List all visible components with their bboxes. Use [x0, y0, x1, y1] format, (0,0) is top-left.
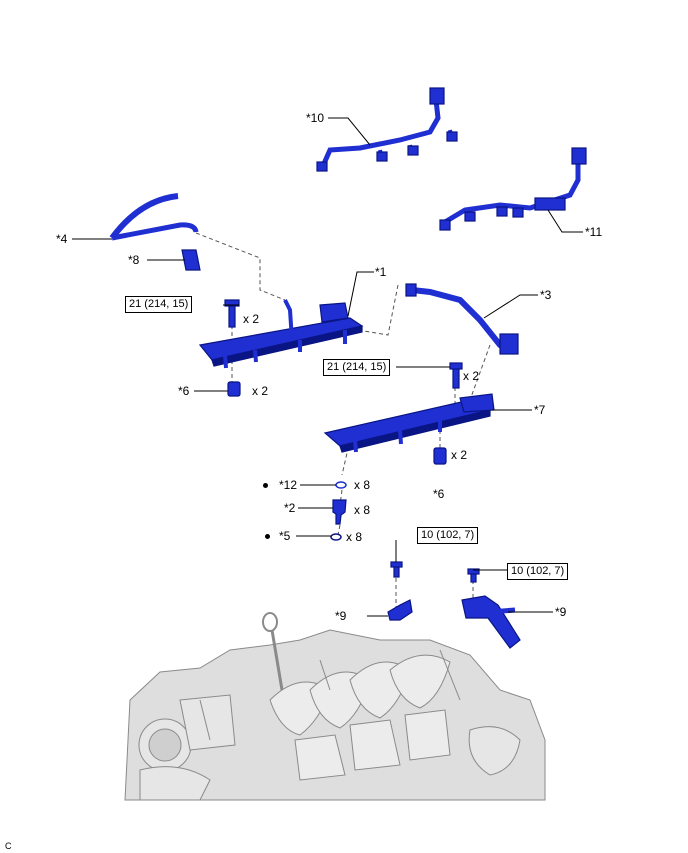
part-label-10: *10	[306, 111, 325, 125]
new-part-dot-5	[265, 534, 270, 539]
torque-box-bracket-right: 10 (102, 7)	[507, 563, 569, 580]
part-label-8: *8	[128, 253, 140, 267]
qty-bolt-left: x 2	[243, 312, 260, 326]
qty-bolt-right: x 2	[463, 369, 480, 383]
qty-insulator-left: x 2	[252, 384, 269, 398]
injector-2	[332, 499, 347, 525]
part-label-1: *1	[375, 265, 387, 279]
qty-insulator-right: x 2	[451, 448, 468, 462]
torque-box-delivery-left: 21 (214, 15)	[125, 296, 193, 313]
bracket-9-right	[461, 595, 521, 649]
part-label-12: *12	[279, 478, 298, 492]
torque-box-bracket-left: 10 (102, 7)	[417, 527, 479, 544]
fuel-tube-3	[411, 287, 512, 353]
qty-o-ring: x 8	[354, 478, 371, 492]
washer-5	[330, 533, 342, 541]
new-part-dot-12	[263, 483, 268, 488]
part-label-9-right: *9	[555, 605, 567, 619]
bracket-9-left	[387, 599, 413, 621]
torque-box-delivery-right: 21 (214, 15)	[323, 359, 391, 376]
qty-washer: x 8	[346, 530, 363, 544]
part-label-6-left: *6	[178, 384, 190, 398]
insulator-6-right	[433, 447, 447, 465]
leader-lines	[72, 117, 583, 617]
part-label-4: *4	[56, 232, 68, 246]
part-label-3: *3	[540, 288, 552, 302]
dashed-guides	[195, 232, 491, 610]
qty-injector: x 8	[354, 503, 371, 517]
part-label-7: *7	[534, 403, 546, 417]
wire-harness-10	[319, 99, 441, 170]
o-ring-12	[335, 481, 347, 489]
clamp-8	[181, 249, 201, 271]
engine-intake-manifold	[124, 612, 546, 801]
part-label-2: *2	[284, 501, 296, 515]
corner-mark: C	[5, 841, 12, 851]
blue-parts	[109, 87, 587, 649]
part-label-9-left: *9	[335, 609, 347, 623]
part-label-5: *5	[279, 529, 291, 543]
insulator-6-left	[227, 381, 241, 397]
fuel-tube-4	[109, 193, 179, 240]
delivery-pipe-1	[198, 317, 364, 361]
part-label-11: *11	[585, 225, 603, 239]
wire-harness-11	[443, 160, 581, 225]
part-label-6-right: *6	[433, 487, 445, 501]
